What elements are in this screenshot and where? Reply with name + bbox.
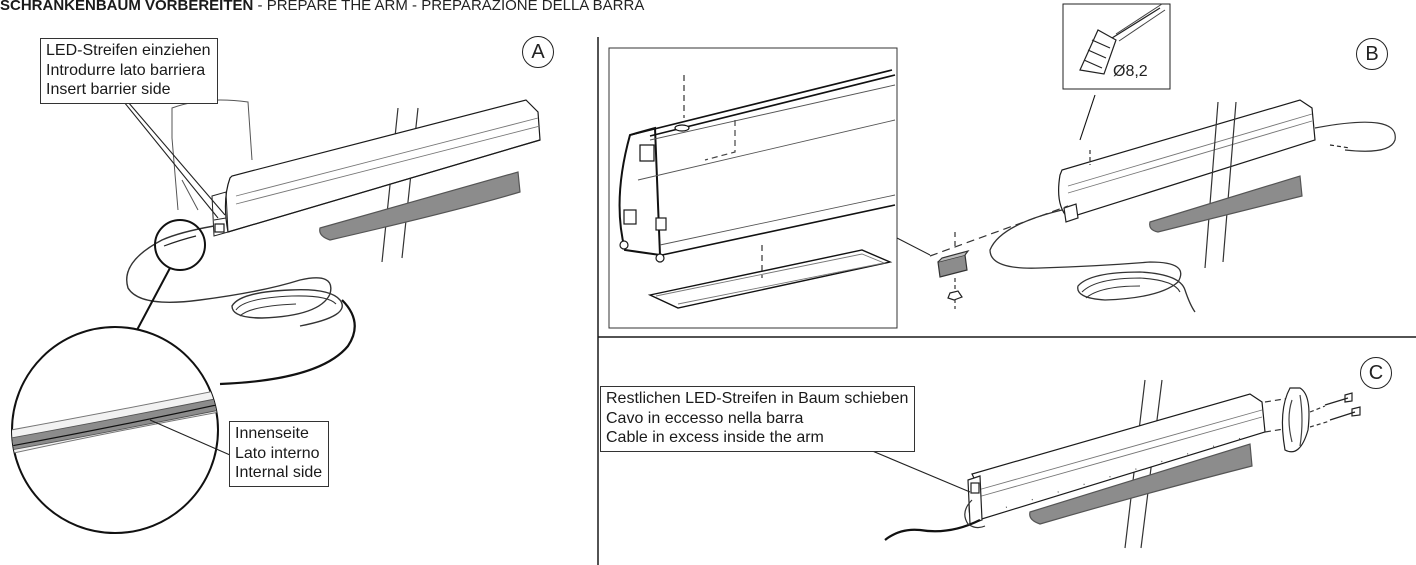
callout-line-it: Introdurre lato barriera: [46, 61, 206, 79]
callout-line-en: Internal side: [235, 464, 323, 481]
header-title-de: SCHRANKENBAUM VORBEREITEN: [0, 0, 254, 14]
panel-a-drawing: [11, 99, 541, 534]
callout-line-de: Restlichen LED-Streifen in Baum schieben: [606, 390, 909, 407]
screw-icon: [1324, 392, 1353, 406]
callout-cable-in-excess: Restlichen LED-Streifen in Baum schieben…: [600, 386, 916, 452]
callout-line-en: Cable in excess inside the arm: [606, 429, 824, 446]
screw-icon: [1329, 406, 1361, 421]
led-cable-c: [884, 519, 981, 541]
callout-line-it: Lato interno: [235, 444, 320, 462]
panel-badge-b: B: [1356, 38, 1388, 70]
profile-inset-frame: [608, 47, 898, 329]
page-header: SCHRANKENBAUM VORBEREITEN - PREPARE THE …: [0, 0, 644, 17]
header-title-en: PREPARE THE ARM: [266, 0, 408, 14]
magnifier-circle: [154, 219, 206, 271]
gland-diameter-label: Ø8,2: [1113, 63, 1148, 80]
callout-insert-barrier-side: LED-Streifen einziehen Introdurre lato b…: [40, 38, 218, 104]
led-strip-underside-c: [1029, 443, 1253, 525]
panel-c-drawing: [869, 379, 1361, 549]
header-separator: -: [253, 0, 267, 14]
leader-line-internal: [149, 419, 231, 456]
panel-b-drawing: [608, 3, 1396, 329]
led-strip-underside-b: [1149, 175, 1303, 233]
callout-line-de: Innenseite: [235, 425, 309, 442]
callout-line-de: LED-Streifen einziehen: [46, 42, 211, 59]
end-cap-connector: [937, 254, 968, 278]
callout-internal-side: Innenseite Lato interno Internal side: [229, 421, 330, 487]
led-strip-underside: [319, 171, 521, 241]
panel-badge-c: C: [1360, 357, 1392, 389]
leader-line-insert: [123, 101, 219, 219]
panel-badge-a: A: [522, 36, 554, 68]
arm-end-cap: [1281, 387, 1310, 453]
leader-line-excess: [869, 449, 971, 493]
header-title-it: PREPARAZIONE DELLA BARRA: [421, 0, 645, 14]
callout-line-it: Cavo in eccesso nella barra: [606, 409, 804, 427]
callout-line-en: Insert barrier side: [46, 81, 171, 98]
flat-led-strip: [647, 249, 893, 309]
cable-gland-icon: [1079, 7, 1161, 75]
led-cable-b: [989, 209, 1196, 313]
led-cable-tail: [219, 299, 356, 386]
nut-icon: [947, 290, 963, 301]
led-cable: [126, 225, 343, 327]
detail-led-strip: [12, 395, 218, 453]
barrier-arm-b: [1058, 99, 1316, 219]
header-separator: -: [407, 0, 422, 14]
